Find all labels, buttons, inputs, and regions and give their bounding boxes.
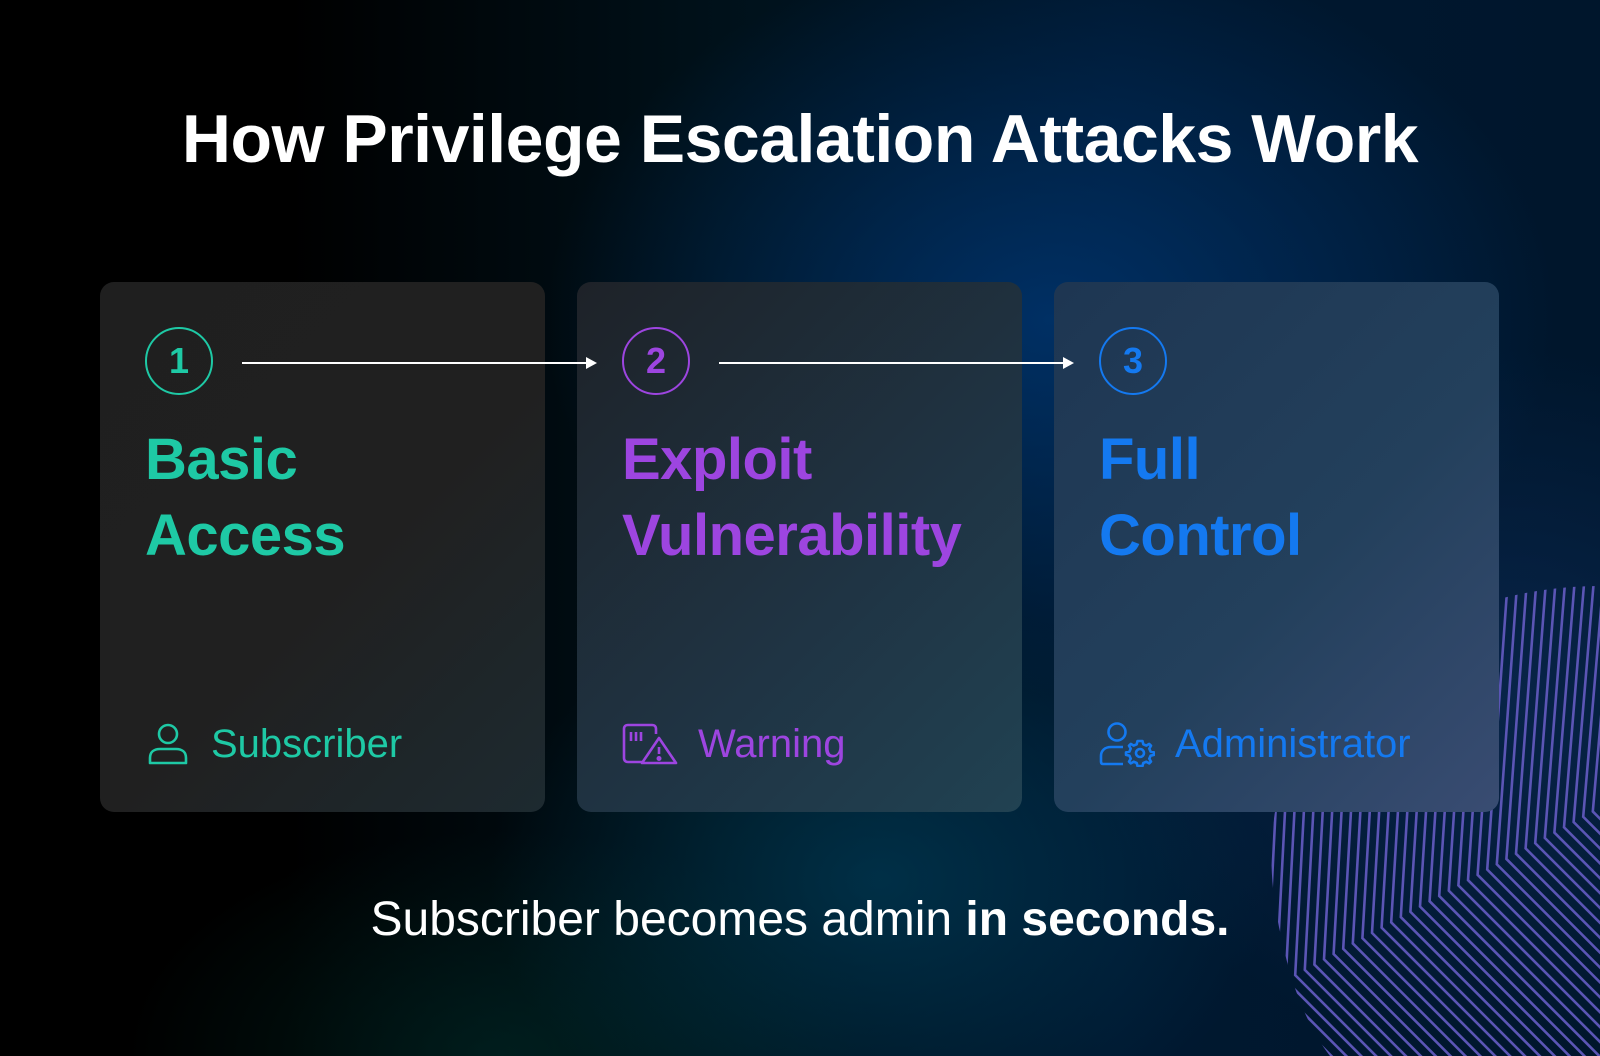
step-card-full-control: 3 Full Control Administrator — [1054, 282, 1499, 812]
tagline-bold: in seconds. — [965, 893, 1230, 946]
step-heading-line1: Basic — [145, 427, 298, 492]
step-number-badge: 3 — [1099, 327, 1167, 395]
step-heading-line2: Vulnerability — [622, 503, 962, 568]
step-heading-line2: Control — [1099, 503, 1302, 568]
tagline: Subscriber becomes admin in seconds. — [0, 892, 1600, 947]
browser-warning-icon — [622, 723, 678, 765]
step-number-badge: 2 — [622, 327, 690, 395]
user-icon — [148, 723, 188, 765]
tagline-regular: Subscriber becomes admin — [370, 893, 966, 946]
page-title: How Privilege Escalation Attacks Work — [181, 101, 1419, 177]
role-text: Subscriber — [211, 721, 403, 766]
arrow-right-icon — [719, 357, 1074, 369]
role-text: Warning — [698, 721, 846, 766]
user-gear-icon — [1099, 722, 1155, 767]
step-heading: Exploit Vulnerability — [622, 422, 962, 574]
role-label-subscriber: Subscriber — [145, 720, 402, 768]
arrow-right-icon — [242, 357, 597, 369]
step-number: 2 — [645, 340, 667, 381]
step-heading-line1: Exploit — [622, 427, 812, 492]
step-heading: Full Control — [1099, 422, 1302, 574]
step-number: 3 — [1122, 340, 1144, 381]
step-card-basic-access: 1 Basic Access Subscriber — [100, 282, 545, 812]
role-text: Administrator — [1175, 721, 1411, 766]
step-heading: Basic Access — [145, 422, 346, 574]
role-label-warning: Warning — [622, 720, 845, 768]
step-heading-line1: Full — [1099, 427, 1201, 492]
step-card-exploit-vulnerability: 2 Exploit Vulnerability Warning — [577, 282, 1022, 812]
step-number-badge: 1 — [145, 327, 213, 395]
step-heading-line2: Access — [145, 503, 346, 568]
step-number: 1 — [168, 340, 190, 381]
role-label-administrator: Administrator — [1099, 720, 1411, 768]
